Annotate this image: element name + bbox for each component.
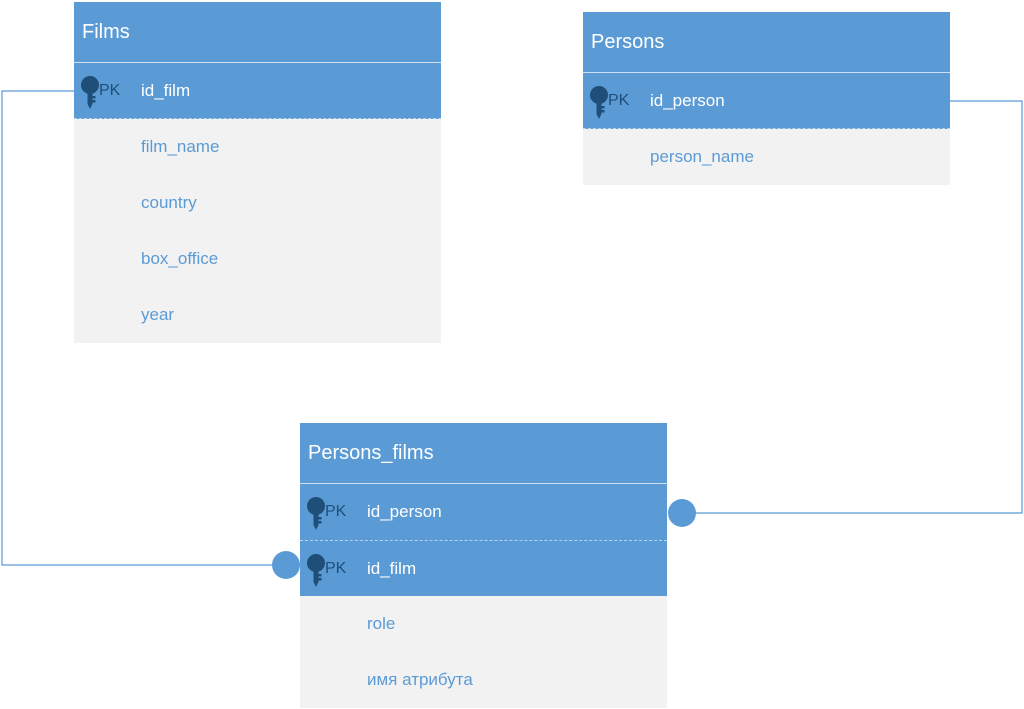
entity-attribute-row[interactable]: role [300,596,667,652]
entity-persons[interactable]: Persons PK id_person person_name [583,12,950,185]
relationship-persons-to-persons-films[interactable] [682,100,1023,514]
entity-key-row[interactable]: PK id_person [300,484,667,540]
entity-key-row[interactable]: PK id_film [300,540,667,596]
key-icon [307,497,325,530]
entity-title[interactable]: Films [74,2,441,63]
field-id-film: id_film [367,558,417,578]
field-attribute-name: имя атрибута [367,670,473,689]
entity-films[interactable]: Films PK id_film film_name country box_o… [74,2,441,343]
field-film-name: film_name [141,137,220,156]
key-icon [590,86,608,119]
entity-key-row[interactable]: PK id_film [74,63,441,119]
field-person-name: person_name [650,147,754,166]
pk-label: PK [325,559,347,577]
field-id-film: id_film [141,80,191,100]
connector-end-persons-link[interactable] [668,499,696,527]
entity-attribute-row[interactable]: country [74,175,441,231]
entity-attribute-row[interactable]: box_office [74,231,441,287]
entity-title[interactable]: Persons [583,12,950,73]
field-role: role [367,614,396,633]
pk-label: PK [608,91,630,109]
pk-label: PK [325,503,347,520]
entity-attribute-row[interactable]: имя атрибута [300,652,667,708]
entity-attribute-row[interactable]: person_name [583,129,950,185]
entity-persons-films[interactable]: Persons_films PK id_person PK id_film ro… [300,423,667,708]
connector-end-films-link[interactable] [272,551,300,579]
entity-attribute-row[interactable]: year [74,287,441,343]
key-icon [81,76,99,109]
entity-attribute-row[interactable]: film_name [74,119,441,175]
field-box-office: box_office [141,249,219,268]
field-year: year [141,305,175,324]
field-country: country [141,193,197,212]
key-icon [307,554,325,587]
entity-title[interactable]: Persons_films [300,423,667,484]
field-id-person: id_person [650,90,725,110]
relationship-films-to-persons-films[interactable] [1,90,286,566]
entity-key-row[interactable]: PK id_person [583,73,950,129]
field-id-person: id_person [367,502,442,521]
pk-label: PK [99,81,121,99]
